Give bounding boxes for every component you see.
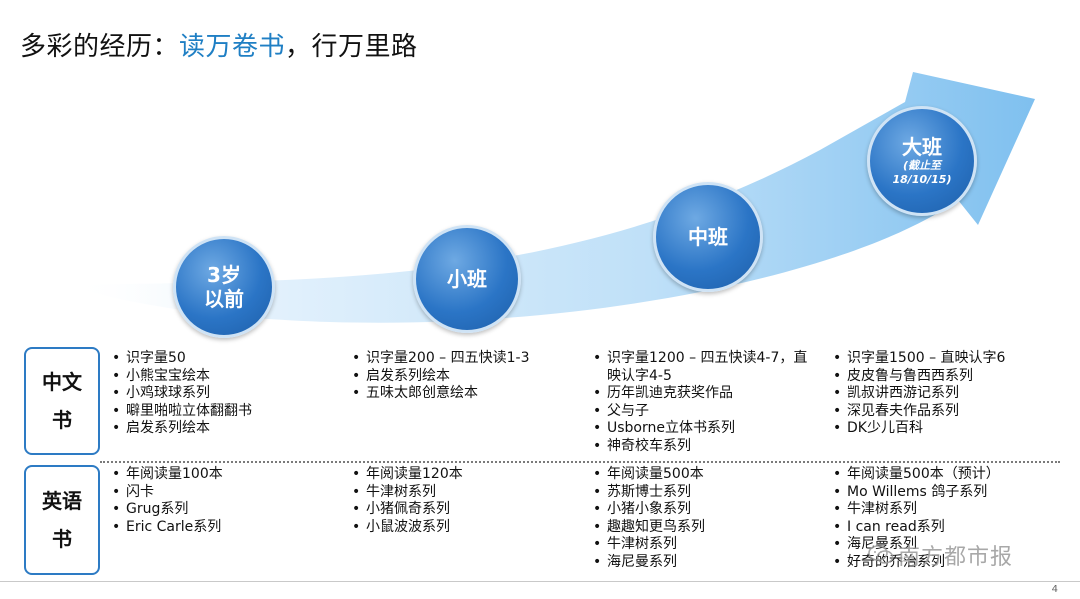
list-item: 趣趣知更鸟系列 [591,519,816,537]
list-item: 海尼曼系列 [831,536,1061,554]
list-item: 小猪小象系列 [591,501,816,519]
stage-label: 以前 [204,287,244,311]
chat-bubble-icon [868,545,894,564]
stage-node-senior: 大班 (截止至 18/10/15) [867,106,977,216]
english-list-before-3: 年阅读量100本 闪卡 Grug系列 Eric Carle系列 [110,466,325,536]
list-item: 苏斯博士系列 [591,484,816,502]
category-chinese-books: 中文 书 [24,347,100,455]
list-item: 识字量50 [110,350,325,368]
list-item: 皮皮鲁与鲁西西系列 [831,368,1061,386]
english-list-middle: 年阅读量500本 苏斯博士系列 小猪小象系列 趣趣知更鸟系列 牛津树系列 海尼曼… [591,466,816,572]
section-divider [100,461,1060,463]
list-item: I can read系列 [831,519,1061,537]
watermark-text: 南方都市报 [898,545,1014,570]
list-item: Mo Willems 鸽子系列 [831,484,1061,502]
list-item: 闪卡 [110,484,325,502]
list-item: 小鸡球球系列 [110,385,325,403]
list-item: Grug系列 [110,501,325,519]
stage-label: 大班 [902,135,942,159]
list-item: 启发系列绘本 [350,368,570,386]
stage-label: 3岁 [207,263,241,287]
page-number: 4 [1051,584,1058,595]
title-prefix: 多彩的经历： [20,32,180,62]
category-label: 书 [52,408,72,432]
list-item: 年阅读量120本 [350,466,570,484]
list-item: 凯叔讲西游记系列 [831,385,1061,403]
list-item: 年阅读量100本 [110,466,325,484]
category-label: 英语 [42,489,82,513]
list-item: 年阅读量500本（预计） [831,466,1061,484]
category-label: 中文 [42,370,82,394]
chinese-list-before-3: 识字量50 小熊宝宝绘本 小鸡球球系列 噼里啪啦立体翻翻书 启发系列绘本 [110,350,325,438]
list-item: 五味太郎创意绘本 [350,385,570,403]
chinese-list-junior: 识字量200 – 四五快读1-3 启发系列绘本 五味太郎创意绘本 [350,350,570,403]
category-english-books: 英语 书 [24,465,100,575]
list-item: DK少儿百科 [831,420,1061,438]
list-item: 启发系列绘本 [110,420,325,438]
list-item: Eric Carle系列 [110,519,325,537]
list-item: 牛津树系列 [831,501,1061,519]
stage-node-middle: 中班 [653,182,763,292]
chinese-list-senior: 识字量1500 – 直映认字6 皮皮鲁与鲁西西系列 凯叔讲西游记系列 深见春夫作… [831,350,1061,438]
list-item: 识字量1500 – 直映认字6 [831,350,1061,368]
arrow-body [70,72,1035,323]
list-item: 小鼠波波系列 [350,519,570,537]
stage-label: 中班 [688,225,728,249]
category-label: 书 [52,527,72,551]
list-item: 深见春夫作品系列 [831,403,1061,421]
list-item: 神奇校车系列 [591,438,816,456]
stage-note: (截止至 [902,159,942,172]
title-highlight: 读万卷书 [179,32,286,62]
stage-note: 18/10/15) [892,173,952,186]
chinese-list-middle: 识字量1200 – 四五快读4-7，直映认字4-5 历年凯迪克获奖作品 父与子 … [591,350,816,456]
stage-node-before-3: 3岁 以前 [173,236,275,338]
list-item: Usborne立体书系列 [591,420,816,438]
title-suffix: ，行万里路 [285,32,418,62]
list-item: 父与子 [591,403,816,421]
stage-node-junior: 小班 [413,225,521,333]
watermark: 南方都市报 [868,539,1013,571]
english-list-senior: 年阅读量500本（预计） Mo Willems 鸽子系列 牛津树系列 I can… [831,466,1061,572]
english-list-junior: 年阅读量120本 牛津树系列 小猪佩奇系列 小鼠波波系列 [350,466,570,536]
list-item: 识字量1200 – 四五快读4-7，直映认字4-5 [591,350,816,385]
list-item: 小熊宝宝绘本 [110,368,325,386]
list-item: 牛津树系列 [591,536,816,554]
footer-line [0,581,1080,582]
list-item: 噼里啪啦立体翻翻书 [110,403,325,421]
stage-label: 小班 [447,267,487,291]
list-item: 牛津树系列 [350,484,570,502]
page-title: 多彩的经历：读万卷书，行万里路 [20,26,418,63]
list-item: 年阅读量500本 [591,466,816,484]
list-item: 识字量200 – 四五快读1-3 [350,350,570,368]
list-item: 历年凯迪克获奖作品 [591,385,816,403]
list-item: 小猪佩奇系列 [350,501,570,519]
list-item: 海尼曼系列 [591,554,816,572]
